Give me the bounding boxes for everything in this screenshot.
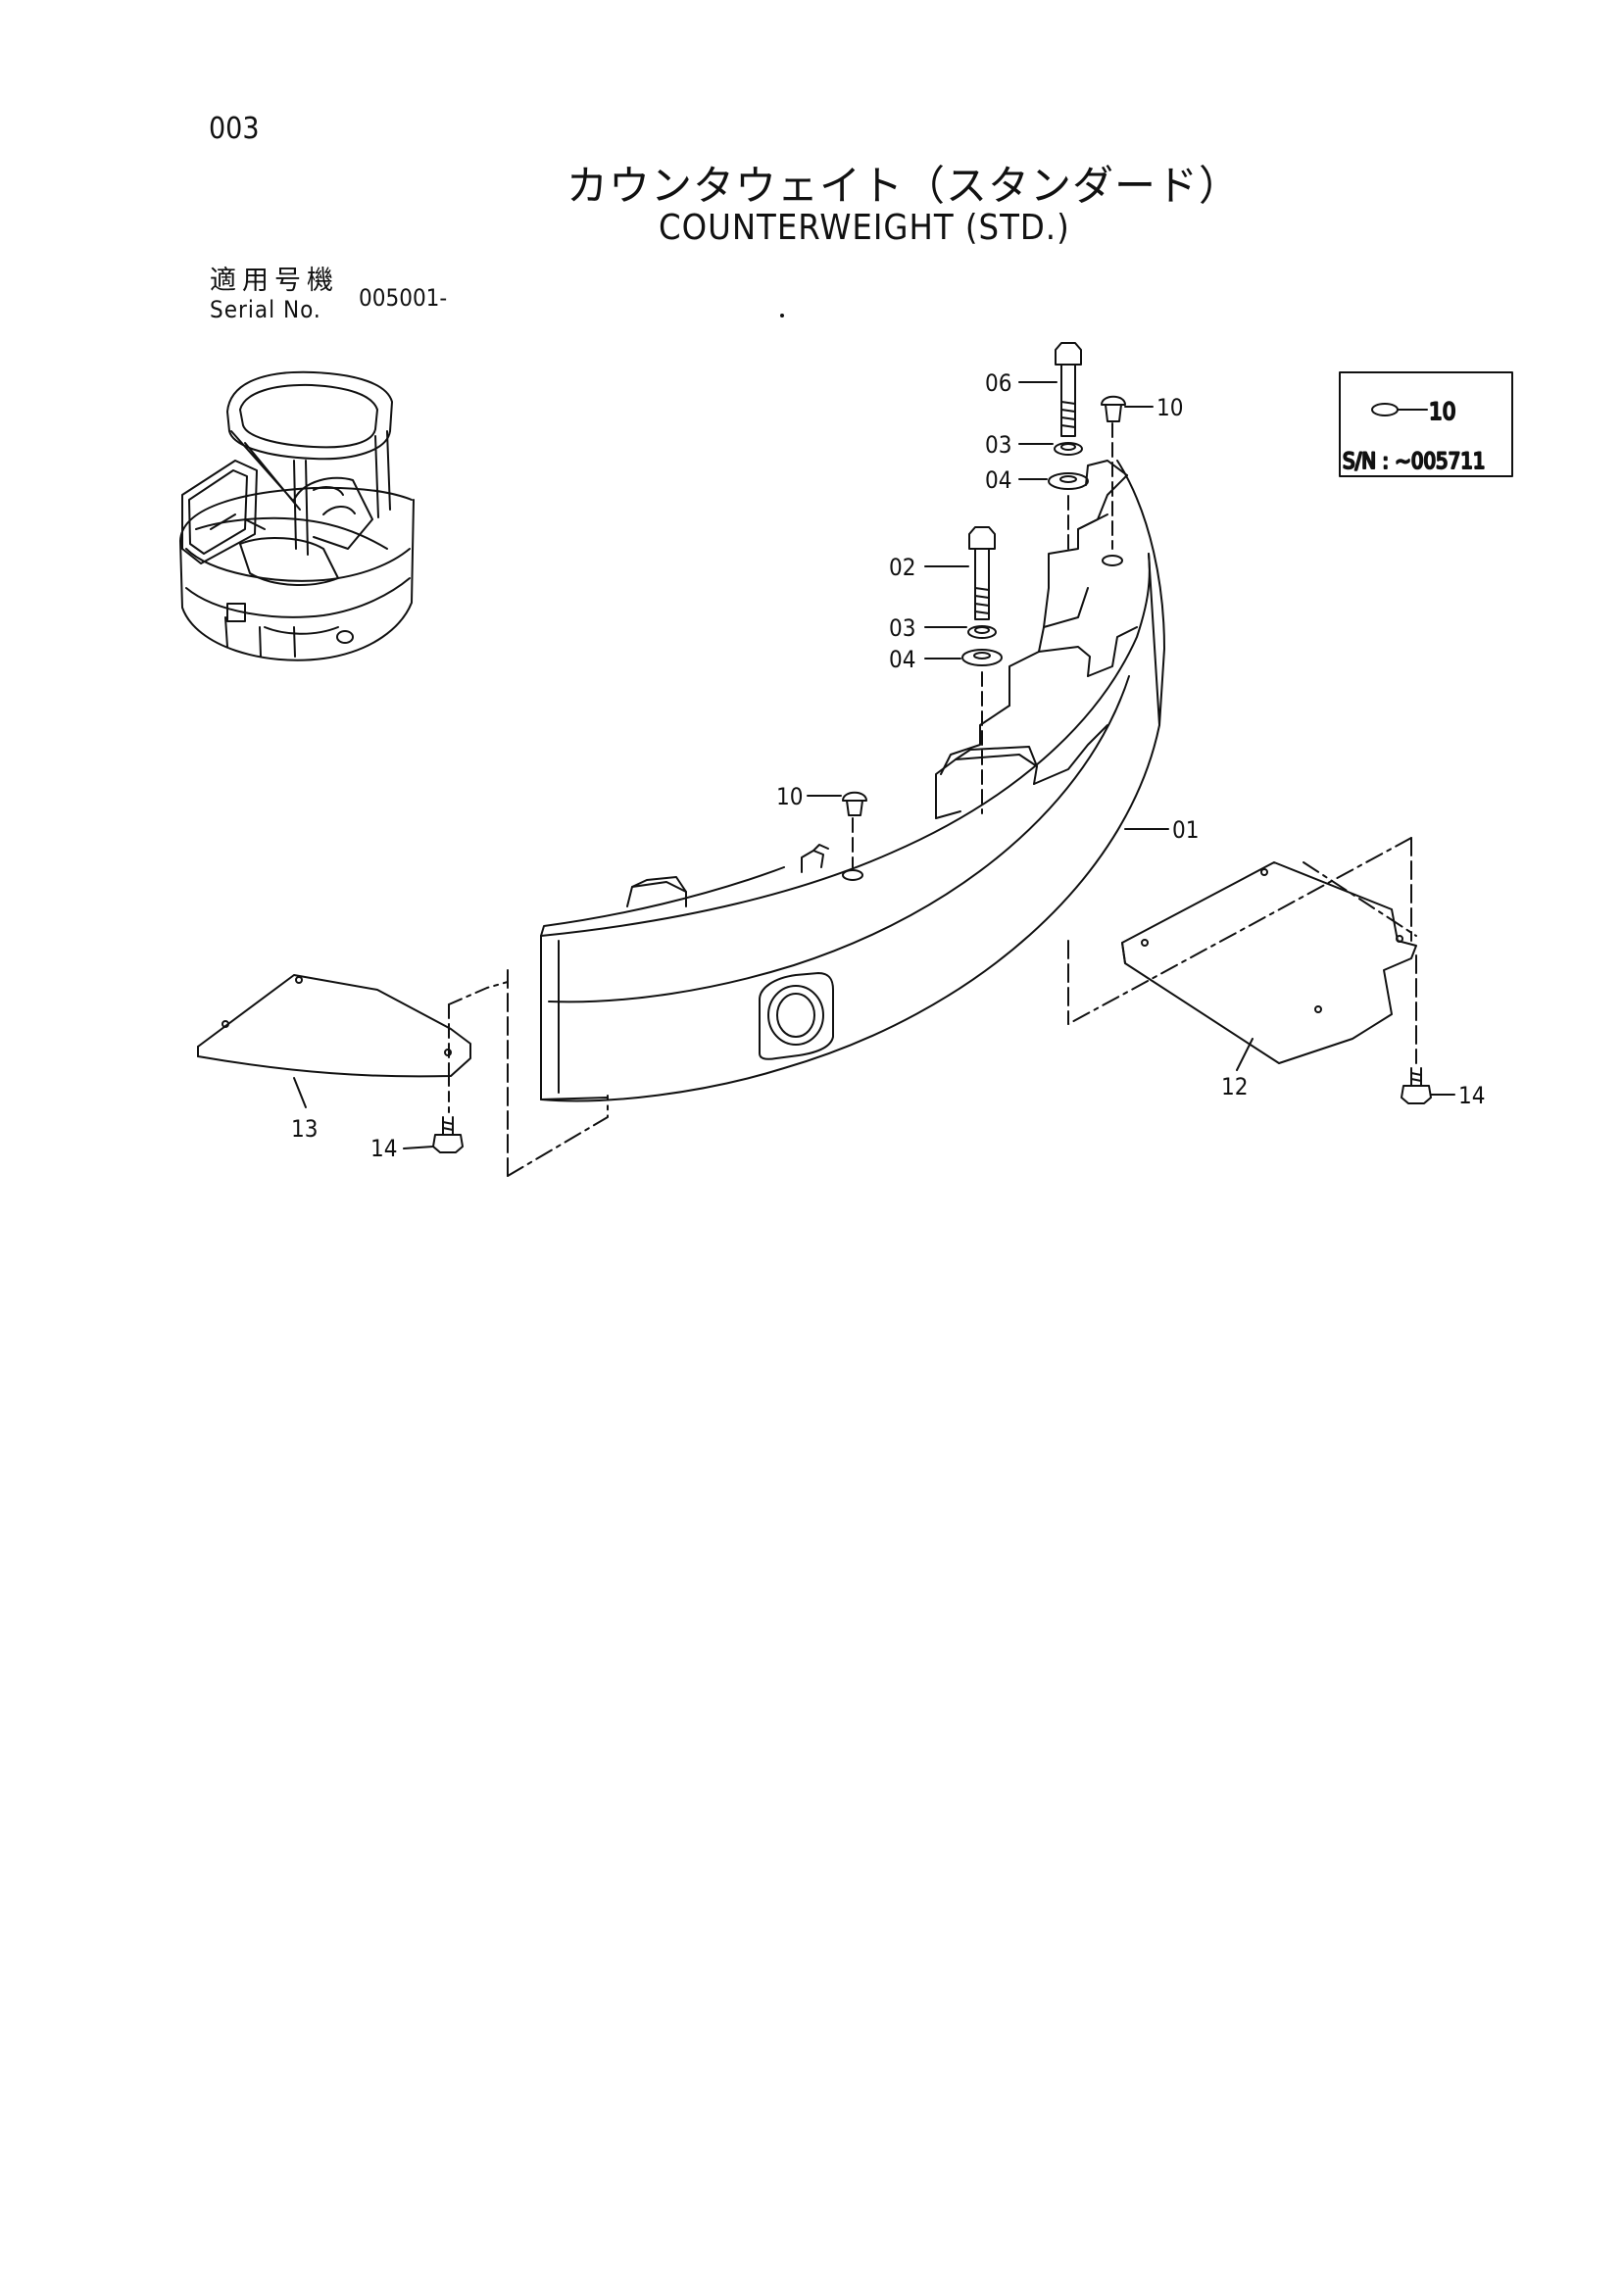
callout-04-mid: 04 <box>889 646 915 673</box>
callout-14-left: 14 <box>370 1135 397 1162</box>
title-english: COUNTERWEIGHT (STD.) <box>659 208 1070 248</box>
plug-icon <box>1371 403 1399 416</box>
serial-number-value: 005001- <box>359 284 448 312</box>
inset-callout-label: 10 <box>1429 398 1455 425</box>
callout-02: 02 <box>889 554 915 581</box>
serial-label-english: Serial No. <box>210 296 321 323</box>
callout-10-left: 10 <box>776 783 803 810</box>
callout-03-top: 03 <box>985 431 1011 459</box>
leader-lines <box>293 381 1455 1149</box>
page-number: 003 <box>209 112 260 146</box>
inset-serial-note: S/N : ~005711 <box>1343 450 1485 474</box>
counterweight-body <box>540 460 1165 1102</box>
serial-label-japanese: 適用号機 <box>210 266 339 296</box>
serial-range-inset: 10 S/N : ~005711 <box>1339 371 1513 477</box>
plug-10-top <box>1101 395 1126 550</box>
callout-13: 13 <box>291 1115 318 1143</box>
under-cover-13 <box>197 969 609 1177</box>
callout-01: 01 <box>1172 816 1199 844</box>
bolt-14-left <box>432 1116 464 1153</box>
callout-14-right: 14 <box>1458 1082 1485 1109</box>
callout-03-mid: 03 <box>889 614 915 642</box>
callout-12: 12 <box>1221 1073 1248 1100</box>
callout-labels: 06 10 03 04 02 03 04 10 01 12 13 14 14 <box>291 369 1485 1162</box>
under-cover-12 <box>1067 837 1417 1064</box>
callout-04-top: 04 <box>985 466 1011 494</box>
bolt-02-assembly <box>961 526 1003 814</box>
callout-10-top: 10 <box>1156 394 1183 421</box>
machine-overview-thumbnail <box>179 370 415 661</box>
bolt-14-right <box>1401 1067 1432 1104</box>
title-japanese: カウンタウェイト（スタンダード） <box>566 162 1242 210</box>
plug-10-left <box>842 791 867 868</box>
bolt-06-assembly <box>1048 342 1089 550</box>
callout-06: 06 <box>985 369 1011 397</box>
